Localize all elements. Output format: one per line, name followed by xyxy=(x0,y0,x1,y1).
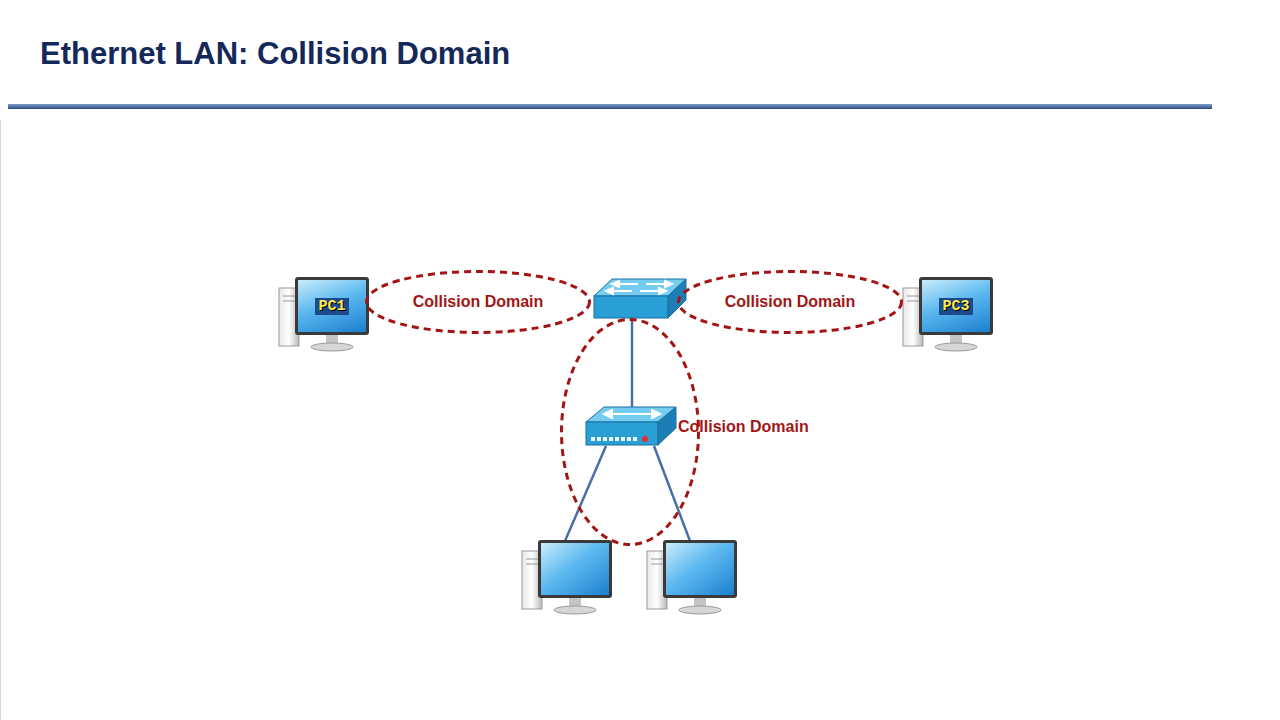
dashed-ellipse xyxy=(367,272,590,333)
dashed-ellipse xyxy=(562,320,699,545)
page-title: Ethernet LAN: Collision Domain xyxy=(40,36,510,72)
tower-slot xyxy=(283,301,295,302)
arrow xyxy=(608,413,655,415)
port xyxy=(633,437,637,441)
domain-label: Collision Domain xyxy=(725,293,856,311)
port xyxy=(609,437,613,441)
arrow-head xyxy=(652,410,660,418)
arrow-head xyxy=(659,288,666,294)
monitor-bezel xyxy=(538,540,612,598)
switch-link xyxy=(631,318,634,408)
pc-screen: PC1 xyxy=(298,280,366,332)
collision-domain: Collision Domain xyxy=(560,318,700,546)
pc-screen: PC3 xyxy=(922,280,990,332)
host-link xyxy=(654,446,690,541)
port xyxy=(603,437,607,441)
arrow-head xyxy=(606,288,613,294)
tower-slot xyxy=(651,564,663,565)
monitor-base xyxy=(935,343,977,351)
monitor-bezel xyxy=(295,277,369,335)
monitor-bezel xyxy=(919,277,993,335)
switch-front xyxy=(594,296,668,318)
tower-slot xyxy=(283,296,295,297)
pc-icon xyxy=(279,277,369,351)
port xyxy=(615,437,619,441)
slide-edge xyxy=(0,120,1,720)
port xyxy=(621,437,625,441)
domain-label: Collision Domain xyxy=(678,418,809,436)
monitor-screen xyxy=(666,543,734,595)
dashed-ellipse xyxy=(679,272,902,333)
collision-domain: Collision Domain xyxy=(365,270,591,334)
title-rule xyxy=(8,104,1212,109)
tower-slot xyxy=(651,559,663,560)
switch-front xyxy=(586,422,658,445)
arrow-head xyxy=(604,410,612,418)
tower-slot xyxy=(907,301,919,302)
switch-ports xyxy=(591,436,648,442)
monitor-bezel xyxy=(663,540,737,598)
port-led xyxy=(642,436,648,442)
switch-icon xyxy=(594,279,686,318)
switch-arrows xyxy=(606,281,672,294)
pc-icon xyxy=(647,540,737,614)
pc-label: PC1 xyxy=(315,298,348,315)
monitor-base xyxy=(679,606,721,614)
port xyxy=(597,437,601,441)
arrow-head xyxy=(612,281,619,287)
pc-icon xyxy=(522,540,612,614)
port xyxy=(591,437,595,441)
monitor-screen xyxy=(541,543,609,595)
pc-label: PC3 xyxy=(939,298,972,315)
tower-slot xyxy=(907,296,919,297)
monitor-base xyxy=(554,606,596,614)
port xyxy=(627,437,631,441)
domain-label: Collision Domain xyxy=(413,293,544,311)
host-link xyxy=(565,446,606,541)
switch-side xyxy=(658,407,676,445)
tower-slot xyxy=(526,564,538,565)
arrow-head xyxy=(665,281,672,287)
pc-icon xyxy=(903,277,993,351)
tower-slot xyxy=(526,559,538,560)
switch-icon xyxy=(586,407,676,445)
switch-arrows xyxy=(604,410,660,418)
monitor-base xyxy=(311,343,353,351)
collision-domain: Collision Domain xyxy=(677,270,903,334)
